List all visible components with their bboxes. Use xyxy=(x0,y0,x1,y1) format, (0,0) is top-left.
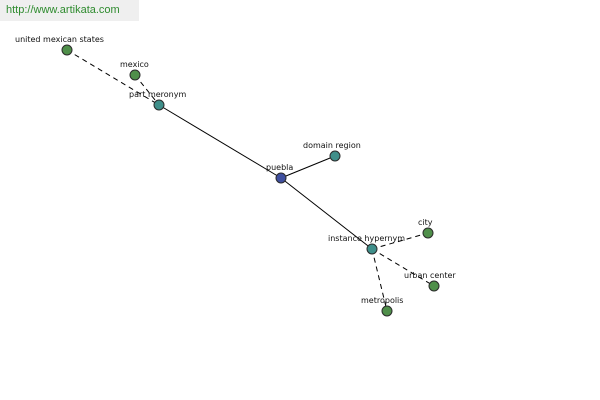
node-label-domain-region: domain region xyxy=(303,141,361,150)
edge-instance-hypernym-to-urban-center xyxy=(371,248,435,287)
node-part-meronym[interactable] xyxy=(153,99,165,111)
node-label-urban-center: urban center xyxy=(404,271,456,280)
edge-layer xyxy=(66,49,435,312)
edge-instance-hypernym-to-metropolis xyxy=(371,248,388,312)
node-urban-center[interactable] xyxy=(428,280,440,292)
node-metropolis[interactable] xyxy=(381,305,393,317)
watermark-link[interactable]: http://www.artikata.com xyxy=(6,4,120,16)
edge-puebla-to-instance-hypernym xyxy=(280,177,373,250)
node-label-united-mexican-states: united mexican states xyxy=(15,35,104,44)
node-mexico[interactable] xyxy=(129,69,141,81)
node-label-city: city xyxy=(418,218,433,227)
node-city[interactable] xyxy=(422,227,434,239)
node-instance-hypernym[interactable] xyxy=(366,243,378,255)
node-label-metropolis: metropolis xyxy=(361,296,403,305)
label-layer: united mexican states mexico part meronym p… xyxy=(15,35,456,305)
node-label-part-meronym: part meronym xyxy=(129,90,186,99)
edge-instance-hypernym-to-city xyxy=(371,232,429,250)
node-united-mexican-states[interactable] xyxy=(61,44,73,56)
watermark-banner: http://www.artikata.com xyxy=(0,0,139,21)
node-label-puebla: puebla xyxy=(266,163,293,172)
node-puebla[interactable] xyxy=(275,172,287,184)
node-label-mexico: mexico xyxy=(120,60,149,69)
edge-puebla-to-domain-region xyxy=(280,155,336,179)
edge-mexico-to-part-meronym xyxy=(134,74,160,106)
node-domain-region[interactable] xyxy=(329,150,341,162)
node-layer xyxy=(61,44,440,317)
node-label-instance-hypernym: instance hypernym xyxy=(328,234,405,243)
edge-part-meronym-to-puebla xyxy=(158,104,282,179)
